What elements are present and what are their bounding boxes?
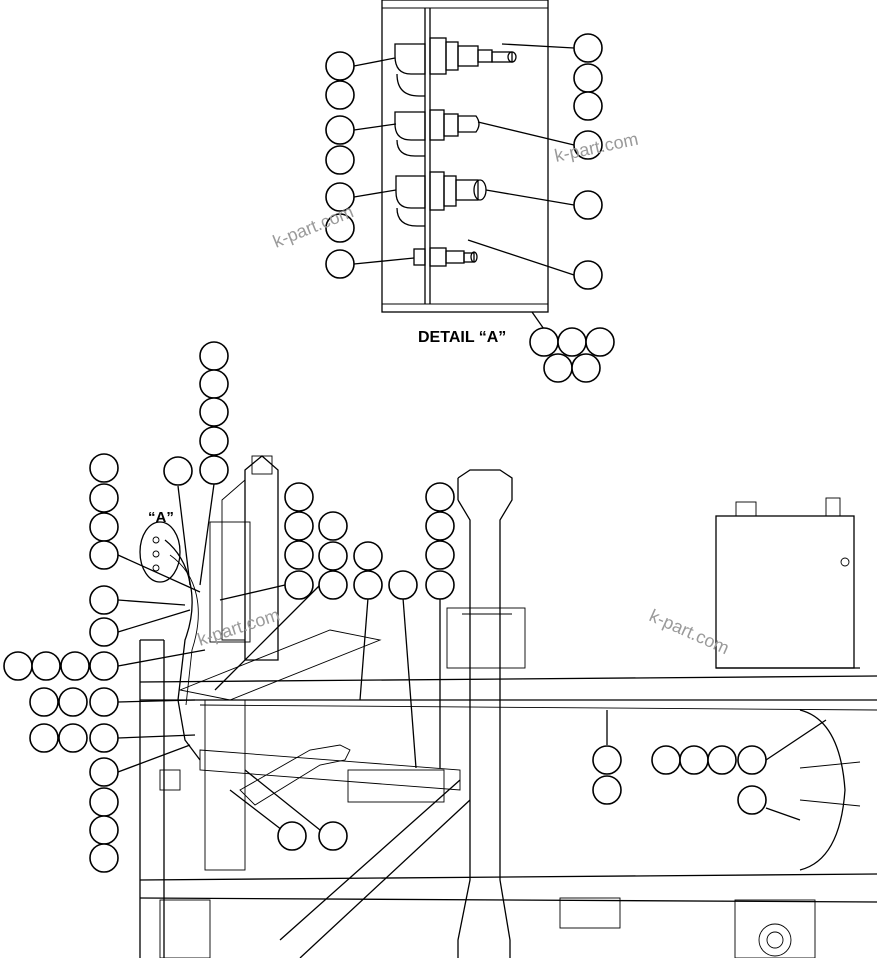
watermark-4: k-part.com	[646, 605, 732, 658]
callout-balloon	[353, 570, 383, 600]
callout-balloon	[573, 130, 603, 160]
callout-balloon	[3, 651, 33, 681]
callout-balloon	[277, 821, 307, 851]
callout-balloon	[163, 456, 193, 486]
callout-balloon	[29, 687, 59, 717]
callout-balloon	[325, 51, 355, 81]
callout-balloon	[571, 353, 601, 383]
callout-balloon	[89, 512, 119, 542]
callout-balloon	[89, 723, 119, 753]
callout-balloon	[89, 815, 119, 845]
callout-balloon	[318, 570, 348, 600]
callout-balloon	[425, 570, 455, 600]
watermark-3: k-part.com	[195, 605, 282, 650]
callout-balloon	[425, 511, 455, 541]
callout-balloon	[199, 397, 229, 427]
callout-balloon	[425, 540, 455, 570]
callout-balloon	[89, 757, 119, 787]
callout-balloon	[573, 260, 603, 290]
callout-balloon	[284, 540, 314, 570]
fitting-2	[394, 109, 480, 157]
detail-a-marker: “A”	[148, 509, 174, 526]
callout-balloon	[573, 33, 603, 63]
callout-balloon	[543, 353, 573, 383]
callout-balloon	[89, 483, 119, 513]
callout-balloon	[284, 511, 314, 541]
callout-balloon	[58, 723, 88, 753]
callout-balloon	[31, 651, 61, 681]
callout-balloon	[284, 570, 314, 600]
callout-balloon	[557, 327, 587, 357]
callout-balloon	[89, 687, 119, 717]
callout-balloon	[707, 745, 737, 775]
callout-balloon	[29, 723, 59, 753]
detail-a-title: DETAIL “A”	[418, 329, 506, 346]
callout-balloon	[651, 745, 681, 775]
callout-balloon	[199, 426, 229, 456]
callout-balloon	[325, 115, 355, 145]
callout-balloon	[592, 775, 622, 805]
callout-balloon	[318, 821, 348, 851]
callout-balloon	[318, 541, 348, 571]
callout-balloon	[573, 91, 603, 121]
callout-balloon	[199, 369, 229, 399]
callout-balloon	[325, 182, 355, 212]
callout-balloon	[325, 145, 355, 175]
callout-balloon	[529, 327, 559, 357]
callout-balloon	[425, 482, 455, 512]
callout-balloon	[89, 843, 119, 873]
callout-balloon	[737, 785, 767, 815]
callout-balloon	[89, 617, 119, 647]
callout-balloon	[325, 249, 355, 279]
callout-balloon	[585, 327, 615, 357]
callout-balloon	[89, 787, 119, 817]
callout-balloon	[737, 745, 767, 775]
callout-balloon	[199, 341, 229, 371]
callout-balloon	[89, 585, 119, 615]
callout-balloon	[325, 213, 355, 243]
callout-balloon	[199, 455, 229, 485]
callout-balloons	[3, 33, 767, 873]
callout-balloon	[89, 453, 119, 483]
chassis-assembly: “A”	[117, 455, 877, 958]
callout-balloon	[325, 80, 355, 110]
callout-balloon	[388, 570, 418, 600]
callout-balloon	[89, 651, 119, 681]
callout-balloon	[573, 63, 603, 93]
callout-balloon	[573, 190, 603, 220]
callout-balloon	[284, 482, 314, 512]
fitting-4	[413, 247, 478, 267]
callout-balloon	[60, 651, 90, 681]
callout-balloon	[58, 687, 88, 717]
fitting-3	[395, 171, 487, 227]
detail-a-panel: DETAIL “A”	[353, 0, 575, 346]
callout-balloon	[318, 511, 348, 541]
fitting-1	[394, 37, 517, 97]
callout-balloon	[353, 541, 383, 571]
callout-balloon	[592, 745, 622, 775]
callout-balloon	[679, 745, 709, 775]
callout-balloon	[89, 540, 119, 570]
